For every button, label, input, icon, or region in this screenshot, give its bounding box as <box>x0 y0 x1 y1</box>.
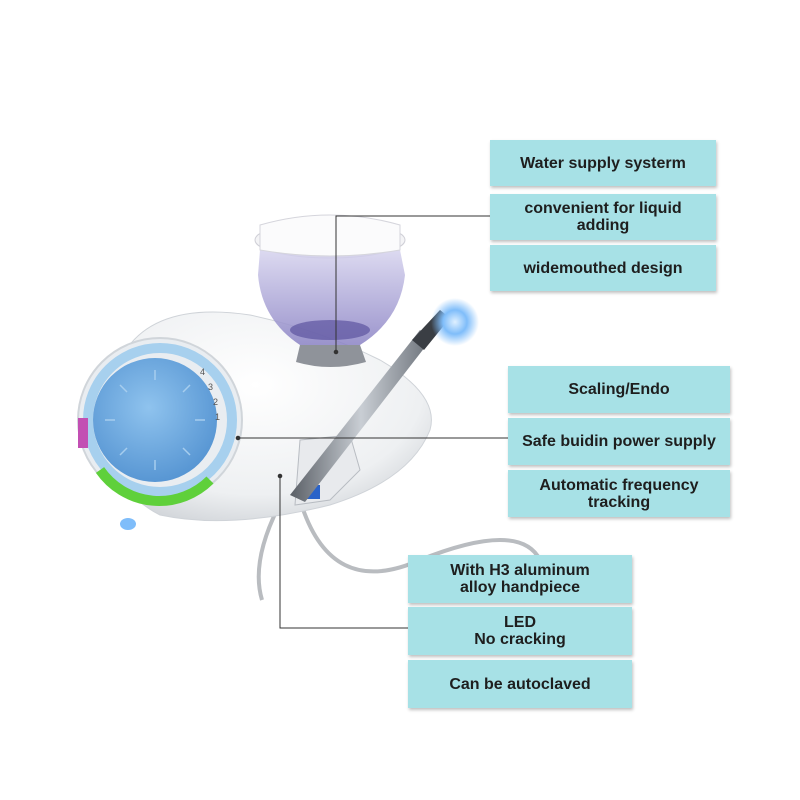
handpiece <box>290 298 479 502</box>
callout-handpiece: With H3 aluminum alloy handpiece <box>408 555 632 603</box>
callout-led: LED No cracking <box>408 607 632 655</box>
callout-autoclaved: Can be autoclaved <box>408 660 632 708</box>
callout-widemouthed: widemouthed design <box>490 245 716 291</box>
power-dial: 4 3 2 1 <box>77 337 243 530</box>
callout-liquid-adding: convenient for liquid adding <box>490 194 716 240</box>
water-bowl <box>254 214 406 367</box>
dial-number: 4 <box>200 367 205 377</box>
callout-water-supply: Water supply systerm <box>490 140 716 186</box>
dial-number: 2 <box>213 397 218 407</box>
dial-number: 3 <box>208 382 213 392</box>
callout-frequency-tracking: Automatic frequency tracking <box>508 470 730 517</box>
callout-scaling-endo: Scaling/Endo <box>508 366 730 413</box>
leader-lines <box>235 215 508 629</box>
callout-power-supply: Safe buidin power supply <box>508 418 730 465</box>
dial-number: 1 <box>215 412 220 422</box>
